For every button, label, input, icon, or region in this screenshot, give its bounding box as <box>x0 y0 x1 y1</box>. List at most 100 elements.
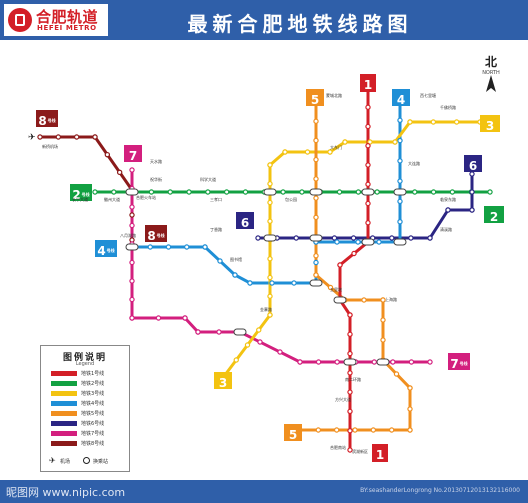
airport-icon: ✈ <box>28 133 36 143</box>
station-label: 方兴大道 <box>335 397 351 402</box>
station-dot <box>205 189 211 195</box>
station-label: 西七里塘 <box>420 93 436 98</box>
line-1-route <box>338 88 370 450</box>
station-dot <box>129 296 135 303</box>
transfer-station <box>333 296 347 304</box>
station-dot <box>37 134 43 140</box>
station-dot <box>202 244 208 250</box>
station-dot <box>73 134 80 140</box>
station-dot <box>313 118 319 124</box>
station-dot <box>247 280 253 286</box>
transfer-station <box>125 188 139 196</box>
north-indicator: 北 NORTH <box>476 53 506 76</box>
station-dot <box>365 181 371 187</box>
north-label: 北 <box>484 55 497 69</box>
station-dot <box>376 239 382 245</box>
line-7-route <box>130 170 430 364</box>
station-dot <box>407 119 413 125</box>
station-dot <box>233 357 239 363</box>
station-dot <box>267 312 273 318</box>
station-label: 图书馆 <box>230 257 242 262</box>
station-label: 八月湖路 <box>120 233 136 238</box>
station-dot <box>427 359 433 365</box>
station-dot <box>347 370 353 376</box>
station-dot <box>487 189 493 195</box>
station-label: 包公园 <box>285 197 297 202</box>
logo-chinese-text: 合肥轨道 <box>36 8 99 26</box>
station-dot <box>129 204 135 210</box>
station-label: 合肥火车站 <box>136 195 156 200</box>
station-dot <box>365 104 371 110</box>
airport-icon: ✈ <box>49 456 56 465</box>
station-label: 三孝口 <box>210 197 222 202</box>
north-arrow-icon <box>486 75 496 92</box>
station-dot <box>351 250 357 257</box>
station-dot <box>371 359 377 365</box>
station-dot <box>407 406 413 412</box>
station-dot <box>374 189 380 195</box>
watermark-right: BY:seashanderLongrong No.201307120131321… <box>360 487 520 494</box>
station-dot <box>267 162 273 168</box>
line-8-badge-mid: 8号线 <box>145 225 167 243</box>
line-3-badge-north: 3 <box>480 115 500 133</box>
legend-row-line-6: 地铁6号线 <box>51 420 127 427</box>
station-dot <box>92 134 98 140</box>
transfer-station <box>393 188 407 196</box>
station-label: 长宁大道 <box>72 197 88 202</box>
station-dot <box>430 119 437 125</box>
station-dot <box>313 253 319 259</box>
station-dot <box>182 315 188 321</box>
line-7-badge-east: 7号线 <box>448 353 470 371</box>
station-dot <box>282 149 288 155</box>
station-dot <box>280 189 286 195</box>
line-2-badge-west: 2号线 <box>70 184 92 202</box>
station-dot <box>315 359 322 365</box>
station-dot <box>313 214 319 221</box>
station-dot <box>313 137 319 144</box>
station-dot <box>327 284 334 291</box>
station-dot <box>291 280 297 286</box>
title-bar: 合肥轨道 HEFEI METRO 最新合肥地铁线路图 <box>0 0 528 40</box>
station-dot <box>347 408 353 415</box>
station-dot <box>397 178 403 184</box>
station-dot <box>267 293 273 299</box>
station-dot <box>355 239 361 245</box>
station-dot <box>334 359 340 365</box>
line-8-badge-north: 8号线 <box>36 110 58 128</box>
station-dot <box>55 134 62 140</box>
station-label: 上海路 <box>385 297 397 302</box>
station-dot <box>390 359 396 365</box>
legend-row-line-5: 地铁5号线 <box>51 410 127 417</box>
station-dot <box>397 219 403 225</box>
transfer-station <box>309 234 323 242</box>
station-dot <box>116 169 123 176</box>
station-dot <box>408 235 414 241</box>
station-dot <box>333 427 340 433</box>
station-dot <box>299 189 305 195</box>
transfer-station <box>125 243 139 251</box>
station-dot <box>388 427 395 433</box>
station-dot <box>445 207 451 213</box>
transfer-station <box>376 358 390 366</box>
station-dot <box>331 235 338 241</box>
station-dot <box>257 339 263 345</box>
station-dot <box>365 143 371 149</box>
station-dot <box>267 199 273 206</box>
station-dot <box>347 350 353 357</box>
station-dot <box>277 349 283 355</box>
station-dot <box>129 222 135 229</box>
station-dot <box>129 259 135 266</box>
station-dot <box>397 198 403 205</box>
legend-transfer-label: 换乘站 <box>93 459 109 465</box>
legend-row-line-3: 地铁3号线 <box>51 390 127 397</box>
station-label: 大东门 <box>330 145 342 150</box>
station-dot <box>397 158 403 164</box>
line-4-route <box>132 100 402 285</box>
station-dot <box>365 162 371 168</box>
station-dot <box>269 280 275 286</box>
station-dot <box>352 427 358 433</box>
line-5-badge-south: 5 <box>284 424 302 442</box>
station-dot <box>337 262 343 268</box>
legend-row-line-4: 地铁4号线 <box>51 400 127 407</box>
